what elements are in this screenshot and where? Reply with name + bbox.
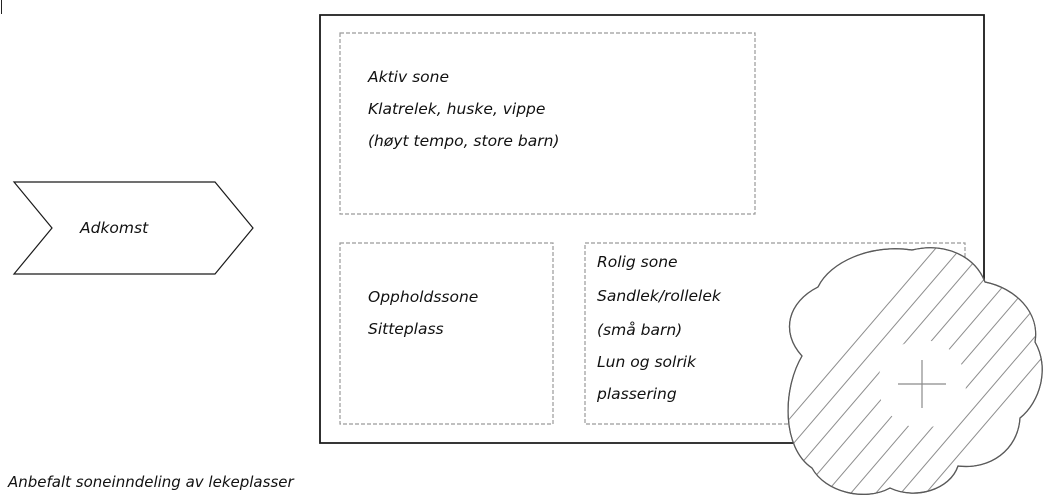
diagram-caption: Anbefalt soneinndeling av lekeplasser xyxy=(8,473,294,491)
quiet-zone-placement-1: Lun og solrik xyxy=(597,353,696,371)
stay-zone-title: Oppholdssone xyxy=(368,288,479,306)
active-zone-title: Aktiv sone xyxy=(368,68,449,86)
active-zone-note: (høyt tempo, store barn) xyxy=(368,132,560,150)
active-zone-box xyxy=(339,32,756,215)
access-arrow xyxy=(12,181,254,275)
active-zone-activities: Klatrelek, huske, vippe xyxy=(368,100,546,118)
access-label: Adkomst xyxy=(80,219,149,237)
quiet-zone-age: (små barn) xyxy=(597,321,683,339)
playground-boundary xyxy=(319,14,985,444)
quiet-zone-title: Rolig sone xyxy=(597,253,678,271)
stay-zone-box xyxy=(339,242,554,425)
quiet-zone-activities: Sandlek/rollelek xyxy=(597,287,721,305)
quiet-zone-placement-2: plassering xyxy=(597,385,677,403)
stay-zone-seating: Sitteplass xyxy=(368,320,444,338)
active-zone-text: Aktiv sone Klatrelek, huske, vippe (høyt… xyxy=(368,67,559,151)
stay-zone-text: Oppholdssone Sitteplass xyxy=(368,287,478,339)
quiet-zone-text: Rolig sone Sandlek/rollelek (små barn) L… xyxy=(597,252,721,404)
tree-symbol xyxy=(787,247,1043,495)
